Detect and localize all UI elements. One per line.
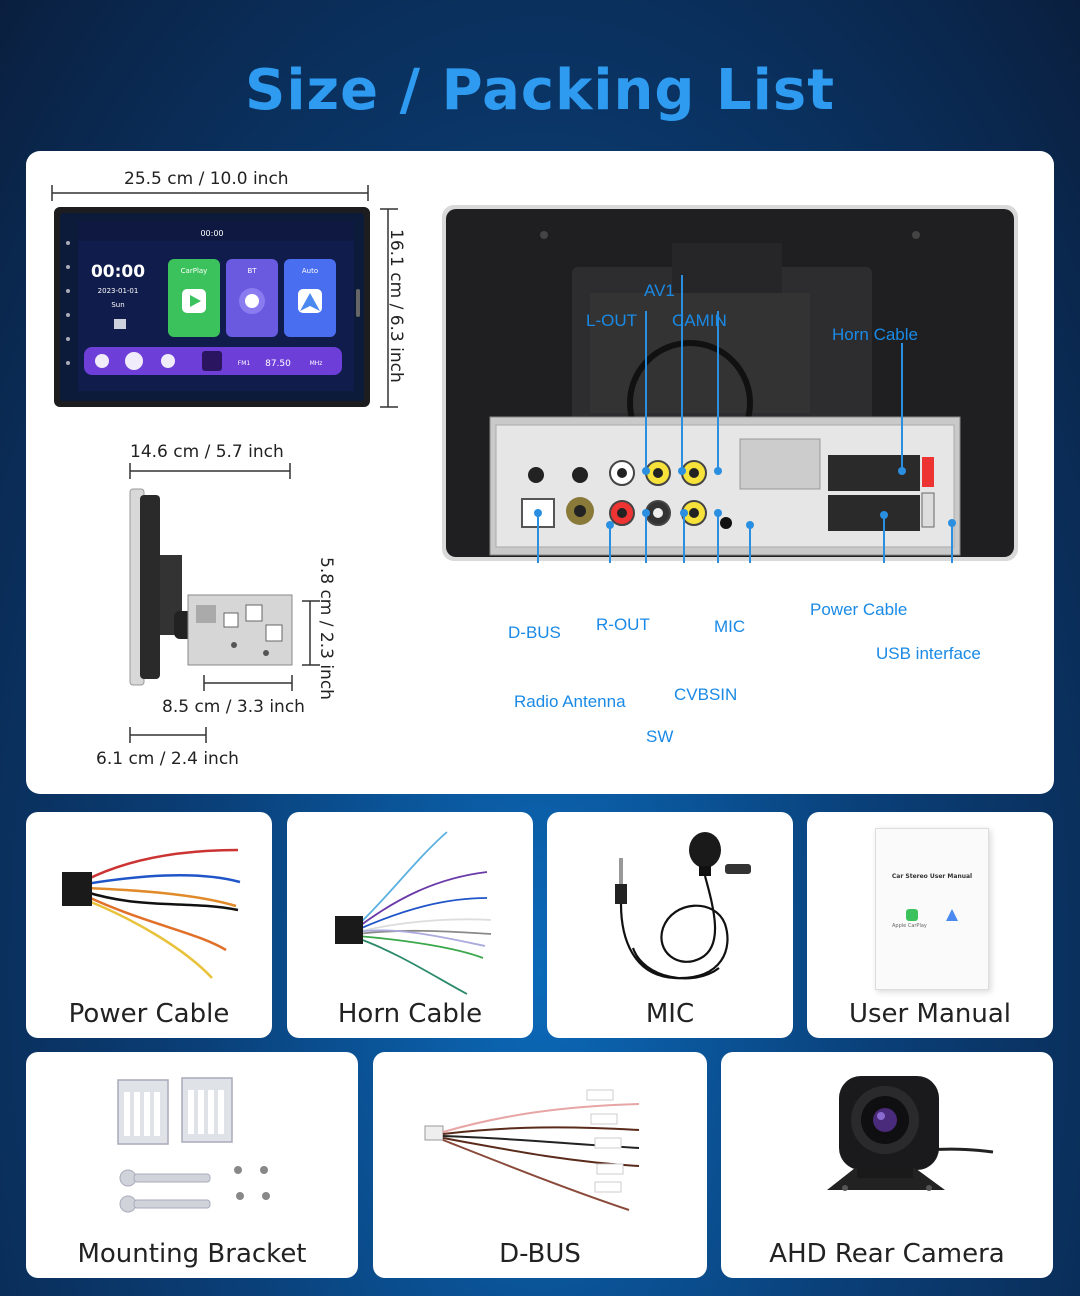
camera-label: AHD Rear Camera: [769, 1239, 1005, 1269]
packing-item-d-bus: D-BUS: [373, 1052, 707, 1278]
screen-date: 2023-01-01: [98, 287, 139, 295]
chassis-depth-dimension-line: [203, 675, 293, 691]
port-power-cable: Power Cable: [810, 600, 908, 619]
screen-day: Sun: [111, 301, 124, 309]
svg-text:FM1: FM1: [238, 360, 251, 367]
d-bus-image: [424, 1089, 640, 1211]
svg-text:MHz: MHz: [310, 360, 323, 367]
chassis-height-label: 5.8 cm / 2.3 inch: [316, 557, 336, 700]
width-dimension-line: [51, 185, 369, 201]
carplay-icon: [906, 909, 918, 921]
port-mic: MIC: [714, 617, 746, 636]
user-manual-image: Car Stereo User Manual Apple CarPlay: [875, 828, 989, 990]
screen-depth-label: 6.1 cm / 2.4 inch: [96, 749, 239, 769]
packing-item-power-cable: Power Cable: [26, 812, 272, 1038]
depth-top-label: 14.6 cm / 5.7 inch: [130, 442, 284, 462]
mounting-bracket-image: [117, 1077, 270, 1213]
mic-label: MIC: [645, 999, 695, 1029]
head-unit-rear: [442, 205, 1018, 563]
android-auto-icon: [946, 909, 958, 921]
chassis-height-dimension-line: [302, 600, 320, 666]
port-r-out: R-OUT: [596, 615, 650, 634]
packing-item-camera: AHD Rear Camera: [721, 1052, 1053, 1278]
chassis-depth-label: 8.5 cm / 3.3 inch: [162, 697, 305, 717]
screen-clock: 00:00: [91, 262, 145, 282]
head-unit-front: 00:00 00:00 2023-01-01 Sun CarPlay BT Au…: [54, 207, 370, 407]
port-sw: SW: [646, 727, 674, 746]
power-cable-image: [62, 848, 241, 979]
port-av1: AV1: [644, 281, 675, 300]
packing-item-mounting-bracket: Mounting Bracket: [26, 1052, 358, 1278]
screen-depth-dimension-line: [129, 727, 207, 743]
depth-top-dimension-line: [129, 463, 291, 479]
svg-text:BT: BT: [247, 267, 257, 275]
packing-item-user-manual: Car Stereo User Manual Apple CarPlay Use…: [807, 812, 1053, 1038]
port-camin: CAMIN: [672, 311, 727, 330]
user-manual-label: User Manual: [848, 999, 1011, 1029]
port-d-bus: D-BUS: [508, 623, 561, 642]
page-title: Size / Packing List: [245, 58, 835, 123]
horn-cable-label: Horn Cable: [337, 999, 483, 1029]
d-bus-label: D-BUS: [499, 1239, 581, 1269]
mic-image: [615, 832, 751, 980]
horn-cable-image: [335, 831, 492, 995]
port-cvbsin: CVBSIN: [674, 685, 738, 704]
width-label: 25.5 cm / 10.0 inch: [124, 169, 289, 189]
camera-image: [827, 1076, 994, 1191]
height-dimension-line: [380, 208, 398, 408]
mounting-bracket-label: Mounting Bracket: [77, 1239, 307, 1269]
svg-text:CarPlay: CarPlay: [181, 267, 208, 275]
packing-item-mic: MIC: [547, 812, 793, 1038]
manual-carplay-text: Apple CarPlay: [892, 923, 927, 929]
packing-item-horn-cable: Horn Cable: [287, 812, 533, 1038]
status-time: 00:00: [200, 229, 223, 238]
manual-cover-title: Car Stereo User Manual: [891, 873, 973, 880]
size-panel: 25.5 cm / 10.0 inch 00:00 00:00 2023-01-…: [26, 151, 1054, 794]
svg-text:Auto: Auto: [302, 267, 318, 275]
head-unit-side: [129, 488, 293, 686]
svg-text:87.50: 87.50: [265, 359, 291, 369]
port-radio-antenna: Radio Antenna: [514, 692, 626, 711]
port-l-out: L-OUT: [586, 311, 637, 330]
port-horn-cable: Horn Cable: [832, 325, 918, 344]
power-cable-label: Power Cable: [68, 999, 230, 1029]
height-label: 16.1 cm / 6.3 inch: [386, 229, 406, 383]
port-usb-interface: USB interface: [876, 644, 981, 663]
